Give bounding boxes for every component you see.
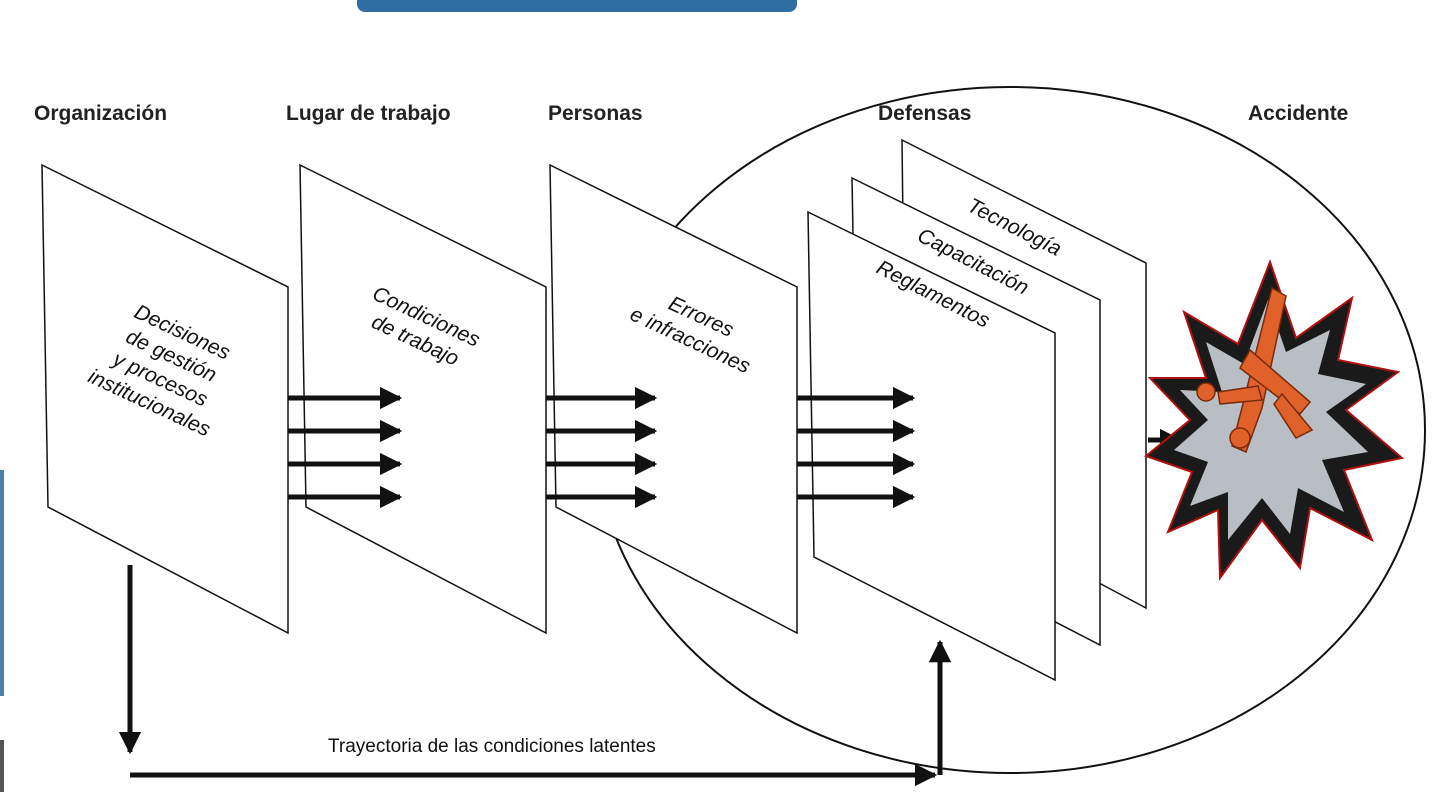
slide-left-accent-bar — [0, 470, 4, 696]
panel-organizacion — [41, 163, 289, 635]
slide-left-accent-bar-dark — [0, 740, 4, 792]
slide-top-accent-bar — [357, 0, 797, 12]
panel-lugar-de-trabajo — [299, 163, 547, 635]
latent-trajectory-caption: Trayectoria de las condiciones latentes — [328, 736, 656, 757]
explosion-icon — [1143, 259, 1405, 581]
arrow-group-2 — [546, 386, 658, 509]
header-organizacion: Organización — [34, 102, 167, 125]
header-accidente: Accidente — [1248, 102, 1348, 125]
header-lugar-de-trabajo: Lugar de trabajo — [286, 102, 451, 125]
arrow-group-1 — [288, 386, 403, 509]
panel-organizacion-label: Decisiones de gestión y procesos institu… — [85, 300, 234, 441]
panel-personas — [549, 163, 798, 635]
panel-reglamentos — [807, 210, 1056, 682]
crashed-plane-icon — [1196, 286, 1314, 454]
arrow-group-3 — [797, 386, 916, 509]
header-defensas: Defensas — [878, 102, 971, 125]
header-personas: Personas — [548, 102, 643, 125]
